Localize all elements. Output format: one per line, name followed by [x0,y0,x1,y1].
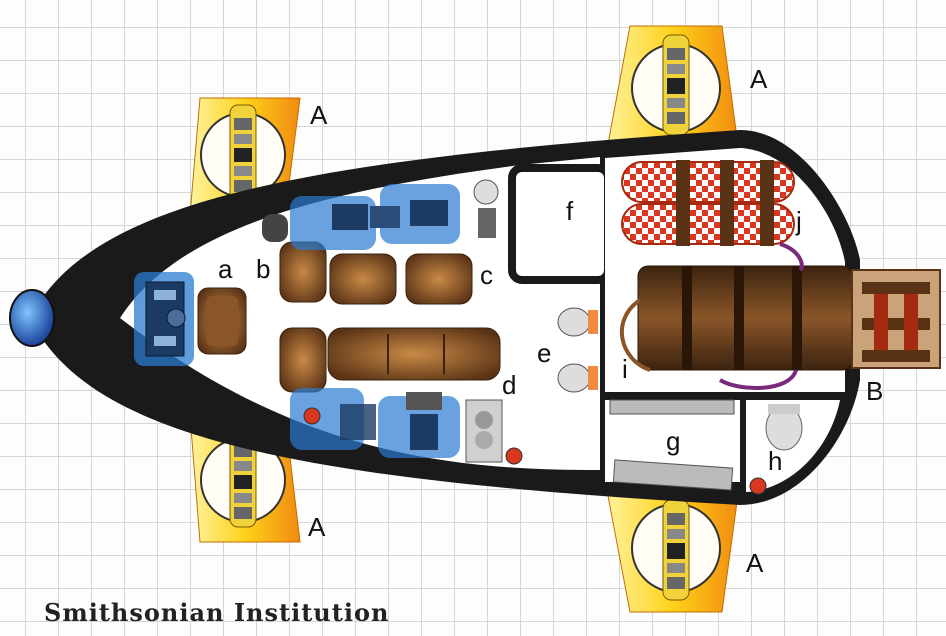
fire-extinguisher-icon [749,477,767,495]
propeller-icon [229,431,257,528]
label-A-rear-bottom: A [746,548,764,578]
bunk-icon [609,399,735,491]
label-a: a [218,254,233,284]
label-B: B [866,376,883,406]
fin-front-top [189,97,301,216]
armchair-icon [329,253,397,305]
label-A-front-top: A [310,100,328,130]
label-A-front-bottom: A [308,512,326,542]
label-h: h [768,446,782,476]
fin-front-bottom [189,414,301,543]
fire-extinguisher-icon [505,447,523,465]
nose-light-icon [9,289,55,347]
spotlight-icon [473,179,499,238]
label-A-rear-top: A [750,64,768,94]
credit-line: Smithsonian Institution [44,598,390,627]
label-i: i [622,354,628,384]
propeller-icon [229,104,257,201]
pilot-seat-icon [197,287,247,355]
rear-gear-icon [851,269,941,369]
gas-tank-icon [621,160,795,246]
label-f: f [566,196,574,226]
label-e: e [537,338,551,368]
desk-equipment-icon [303,392,442,450]
label-b: b [256,254,270,284]
room-f [508,164,612,284]
armchair-icon [262,214,327,303]
label-j: j [795,206,802,236]
sofa-icon [279,327,501,393]
propeller-icon [662,34,690,136]
label-g: g [666,426,680,456]
toilet-icon [765,404,803,451]
pilot-controls-icon [145,281,186,357]
label-d: d [502,370,516,400]
stove-icon [465,399,503,463]
armchair-icon [405,253,473,305]
instrument-rack-icon [332,200,448,230]
wash-basin-icon [557,363,598,393]
label-c: c [480,260,493,290]
wash-basin-icon [557,307,598,337]
engine-icon [620,242,853,390]
propeller-icon [662,499,690,601]
fin-rear-top [604,25,741,161]
